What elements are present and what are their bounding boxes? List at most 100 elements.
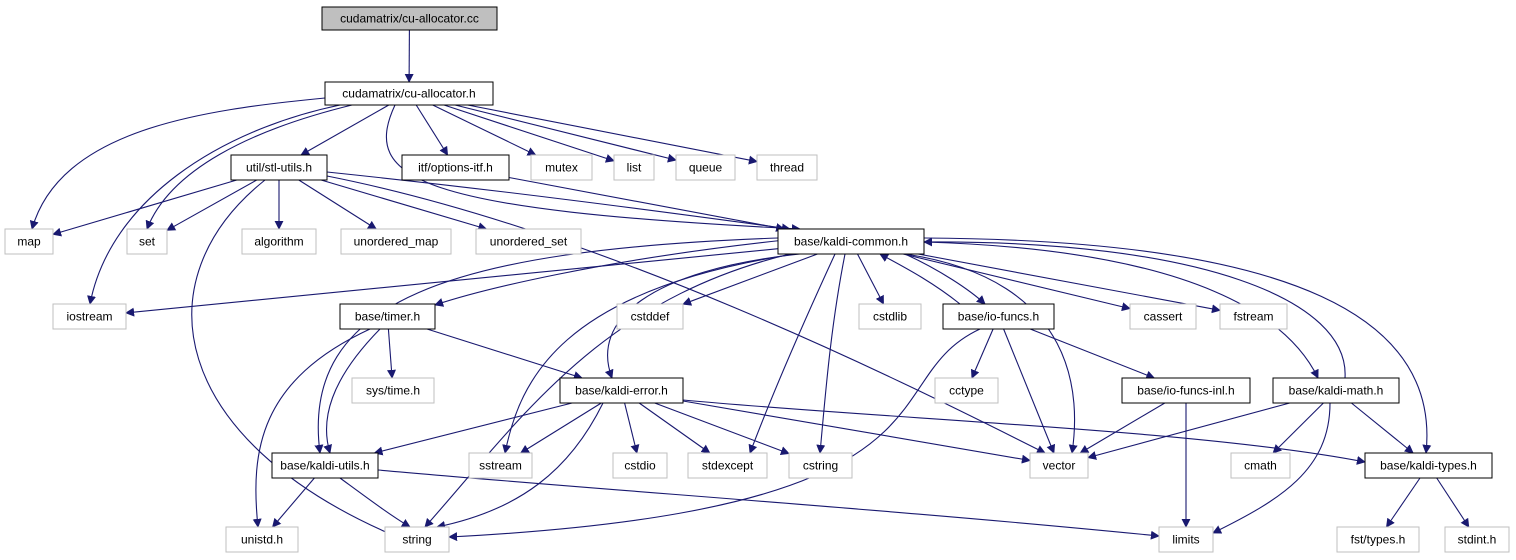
node-label-cstdio: cstdio (624, 459, 656, 473)
edge-kerror-to-ktypes (682, 399, 1366, 465)
edge-common-to-timer (434, 239, 786, 307)
edge-kutils-to-limits (377, 469, 1160, 540)
edge-kmath-to-vector (1087, 402, 1290, 460)
node-limits: limits (1158, 526, 1214, 553)
node-label-iofuncs: base/io-funcs.h (958, 310, 1039, 324)
node-stlutils[interactable]: util/stl-utils.h (230, 154, 328, 181)
node-umap: unordered_map (340, 228, 452, 255)
edge-common-to-kutils (314, 237, 779, 454)
node-cstdlib: cstdlib (858, 303, 922, 330)
edge-kerror-to-cstdio (624, 402, 640, 454)
node-label-limits: limits (1172, 533, 1199, 547)
edge-cualloc-to-map (29, 97, 326, 230)
edge-stlutils-to-umap (298, 179, 377, 230)
node-box-cstddef (616, 303, 684, 330)
node-list: list (613, 154, 655, 181)
edge-kerror-to-sstream (519, 402, 602, 454)
edge-kerror-to-stdexcept (638, 402, 711, 454)
node-label-unistd: unistd.h (241, 533, 283, 547)
edge-iofuncs-to-cctype (970, 328, 994, 379)
node-box-stdint (1444, 526, 1510, 553)
node-box-list (613, 154, 655, 181)
node-iostream: iostream (52, 303, 127, 330)
edge-kerror-to-kutils (373, 402, 573, 456)
node-vector: vector (1029, 452, 1089, 479)
node-systime: sys/time.h (351, 377, 435, 404)
node-unistd: unistd.h (225, 526, 299, 553)
edge-common-to-iostream (125, 248, 779, 317)
node-box-root (321, 6, 498, 31)
node-optitf[interactable]: itf/options-itf.h (401, 154, 510, 181)
edge-iofuncs-to-vector (1003, 328, 1056, 454)
node-set: set (126, 228, 168, 255)
node-iofuncs[interactable]: base/io-funcs.h (942, 303, 1055, 330)
node-label-stlutils: util/stl-utils.h (246, 161, 312, 175)
edge-stlutils-to-common (326, 171, 791, 233)
edge-ktypes-to-fsttypes (1385, 477, 1421, 528)
node-label-systime: sys/time.h (366, 384, 420, 398)
node-label-iostream: iostream (66, 310, 112, 324)
edge-common-to-cstring (816, 253, 846, 454)
node-box-limits (1158, 526, 1214, 553)
edge-common-to-kmath (923, 241, 1319, 379)
edge-kerror-to-cstring (654, 402, 790, 455)
node-label-vector: vector (1043, 459, 1076, 473)
node-label-mutex: mutex (545, 161, 578, 175)
node-cstdio: cstdio (612, 452, 668, 479)
edge-cualloc-to-thread (467, 104, 758, 165)
node-box-iostream (52, 303, 127, 330)
node-cualloc[interactable]: cudamatrix/cu-allocator.h (324, 81, 494, 106)
edge-common-to-stdexcept (748, 253, 836, 454)
node-label-uset: unordered_set (490, 235, 568, 249)
node-uset: unordered_set (475, 228, 582, 255)
node-label-kerror: base/kaldi-error.h (575, 384, 668, 398)
edge-timer-to-systime (387, 328, 396, 379)
node-box-fstream (1219, 303, 1288, 330)
edge-common-to-iofuncs (904, 253, 986, 305)
node-label-cstddef: cstddef (631, 310, 670, 324)
edges (29, 29, 1470, 542)
node-common[interactable]: base/kaldi-common.h (777, 228, 925, 255)
node-box-umap (340, 228, 452, 255)
node-stdint: stdint.h (1444, 526, 1510, 553)
node-root[interactable]: cudamatrix/cu-allocator.cc (321, 6, 498, 31)
node-label-common: base/kaldi-common.h (794, 235, 908, 249)
node-queue: queue (675, 154, 736, 181)
node-label-algorithm: algorithm (254, 235, 303, 249)
node-box-unistd (225, 526, 299, 553)
node-box-queue (675, 154, 736, 181)
edge-ktypes-to-stdint (1436, 477, 1470, 528)
node-kutils[interactable]: base/kaldi-utils.h (271, 452, 379, 479)
node-label-kmath: base/kaldi-math.h (1289, 384, 1384, 398)
node-mutex: mutex (530, 154, 593, 181)
node-label-root: cudamatrix/cu-allocator.cc (340, 12, 479, 26)
edge-kerror-to-vector (682, 400, 1031, 464)
edge-cualloc-to-queue (454, 104, 677, 163)
edge-ioinl-to-vector (1079, 402, 1166, 454)
node-label-cmath: cmath (1244, 459, 1277, 473)
node-label-fstream: fstream (1233, 310, 1273, 324)
node-ktypes[interactable]: base/kaldi-types.h (1364, 452, 1493, 479)
edge-common-to-sstream (502, 253, 796, 454)
node-box-cstring (788, 452, 853, 479)
node-cstring: cstring (788, 452, 853, 479)
node-box-stlutils (230, 154, 328, 181)
node-map: map (4, 228, 54, 255)
node-label-cctype: cctype (949, 384, 984, 398)
node-timer[interactable]: base/timer.h (339, 303, 436, 330)
edge-cualloc-to-list (443, 104, 615, 163)
node-thread: thread (756, 154, 818, 181)
node-label-map: map (17, 235, 41, 249)
node-box-common (777, 228, 925, 255)
edge-timer-to-kerror (426, 328, 583, 380)
edge-common-to-string (424, 253, 791, 528)
node-kmath[interactable]: base/kaldi-math.h (1272, 377, 1400, 404)
node-kerror[interactable]: base/kaldi-error.h (559, 377, 684, 404)
edge-stlutils-to-string (191, 179, 396, 537)
node-box-cstdio (612, 452, 668, 479)
node-ioinl[interactable]: base/io-funcs-inl.h (1121, 377, 1251, 404)
node-box-thread (756, 154, 818, 181)
node-box-timer (339, 303, 436, 330)
node-label-sstream: sstream (479, 459, 522, 473)
